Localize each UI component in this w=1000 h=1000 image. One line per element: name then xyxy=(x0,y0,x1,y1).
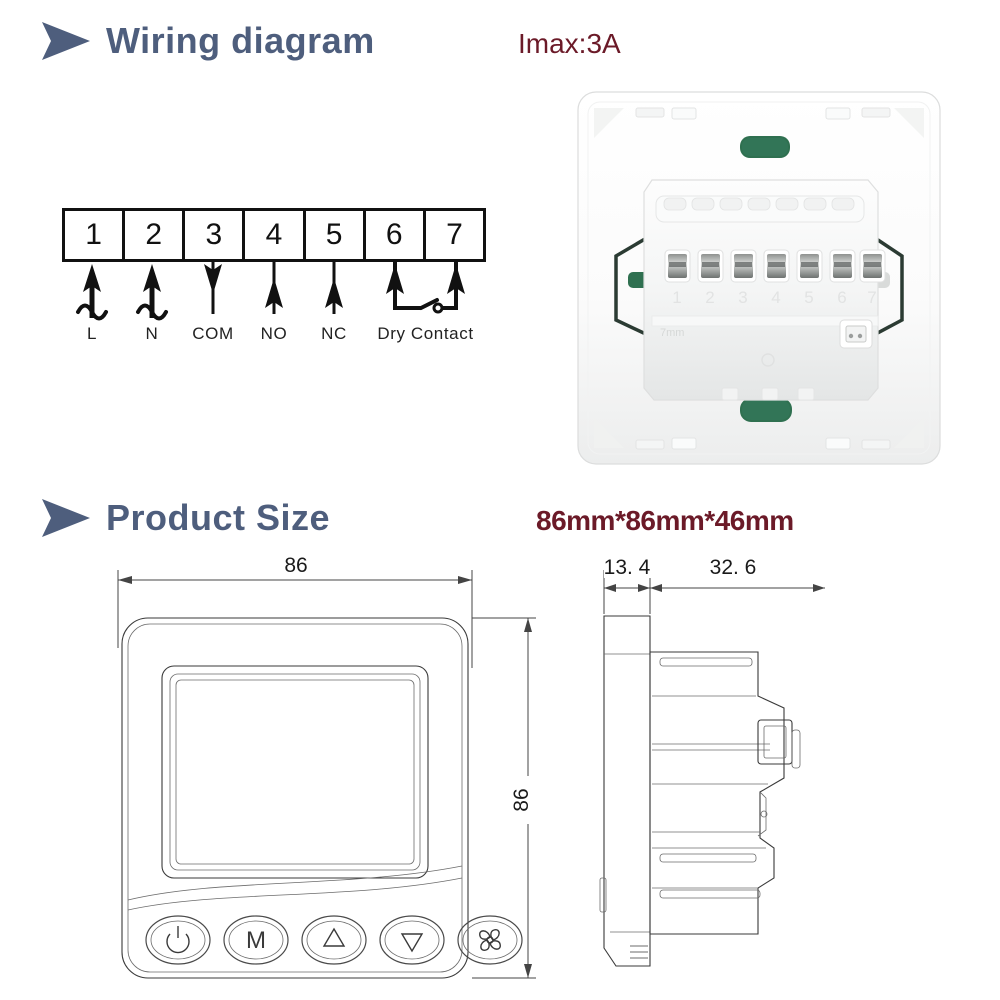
terminal-cell: 6 xyxy=(366,211,426,259)
svg-text:3: 3 xyxy=(738,288,747,307)
terminal-label-com: COM xyxy=(192,324,234,343)
wiring-terminal-diagram: 1 2 3 4 5 6 7 xyxy=(62,208,486,354)
product-size-section-header: Product Size xyxy=(38,495,330,541)
svg-text:1: 1 xyxy=(672,288,681,307)
triangle-right-icon xyxy=(42,499,90,537)
front-buttons: M xyxy=(145,915,523,965)
power-icon xyxy=(166,926,190,954)
symbol-arrow-up xyxy=(304,262,364,324)
button-up[interactable] xyxy=(301,915,367,965)
width-dimension: 86 xyxy=(117,550,473,668)
faceplate-thickness-dimension: 13. 4 xyxy=(603,552,652,614)
body-dimension-label: 32. 6 xyxy=(710,556,757,579)
terminal-cell: 7 xyxy=(446,218,463,251)
terminal-cell: 1 xyxy=(65,211,126,259)
triangle-down-icon xyxy=(400,933,424,953)
product-dimensions-note: 86mm*86mm*46mm xyxy=(536,505,794,536)
height-dimension: 86 xyxy=(472,617,542,979)
height-dimension-label: 86 xyxy=(510,788,533,811)
terminal-label-n: N xyxy=(145,324,159,343)
terminal-label-dry-contact: Dry Contact xyxy=(377,324,474,343)
terminal-labels-row: L N COM NO NC Dry Contact xyxy=(62,324,486,354)
product-size-section-title: Product Size xyxy=(106,497,331,538)
symbol-dry-contact-switch xyxy=(365,262,486,324)
symbol-arrow-up-ac xyxy=(122,262,182,324)
terminal-cell: 2 xyxy=(125,211,186,259)
front-view-drawing: 86 86 xyxy=(100,548,560,993)
button-power[interactable] xyxy=(145,915,211,965)
faceplate-dimension-label: 13. 4 xyxy=(604,556,651,579)
body-depth-dimension: 32. 6 xyxy=(650,552,825,592)
side-view-drawing: 13. 4 32. 6 xyxy=(590,548,890,993)
button-down[interactable] xyxy=(379,915,445,965)
svg-text:5: 5 xyxy=(804,288,813,307)
terminal-label-nc: NC xyxy=(321,324,347,343)
button-mode[interactable]: M xyxy=(223,915,289,965)
symbol-arrow-up xyxy=(244,262,304,324)
triangle-up-icon xyxy=(322,927,346,947)
svg-text:4: 4 xyxy=(771,288,780,307)
terminal-cell: 5 xyxy=(306,211,366,259)
svg-text:7mm: 7mm xyxy=(660,327,684,339)
terminal-symbols-row xyxy=(62,262,486,324)
terminal-cell: 4 xyxy=(245,211,306,259)
width-dimension-label: 86 xyxy=(284,554,307,577)
product-rear-photo: 1 2 3 4 5 6 7 7mm xyxy=(572,88,948,470)
mode-icon: M xyxy=(246,927,266,954)
wiring-section-header: Wiring diagram xyxy=(38,18,375,64)
button-fan[interactable] xyxy=(457,915,523,965)
imax-rating-note: Imax:3A xyxy=(518,28,621,59)
symbol-arrow-down xyxy=(183,262,243,324)
fan-icon xyxy=(479,929,501,951)
svg-text:6: 6 xyxy=(837,288,846,307)
symbol-arrow-up-ac xyxy=(62,262,122,324)
wiring-section-title: Wiring diagram xyxy=(106,20,375,61)
terminal-screws xyxy=(664,249,886,283)
terminal-label-l: L xyxy=(86,324,98,343)
terminal-row: 1 2 3 4 5 6 7 xyxy=(62,208,486,262)
svg-text:2: 2 xyxy=(705,288,714,307)
triangle-right-icon xyxy=(42,22,90,60)
terminal-cell: 3 xyxy=(185,211,246,259)
terminal-label-no: NO xyxy=(260,324,288,343)
svg-text:7: 7 xyxy=(867,288,876,307)
